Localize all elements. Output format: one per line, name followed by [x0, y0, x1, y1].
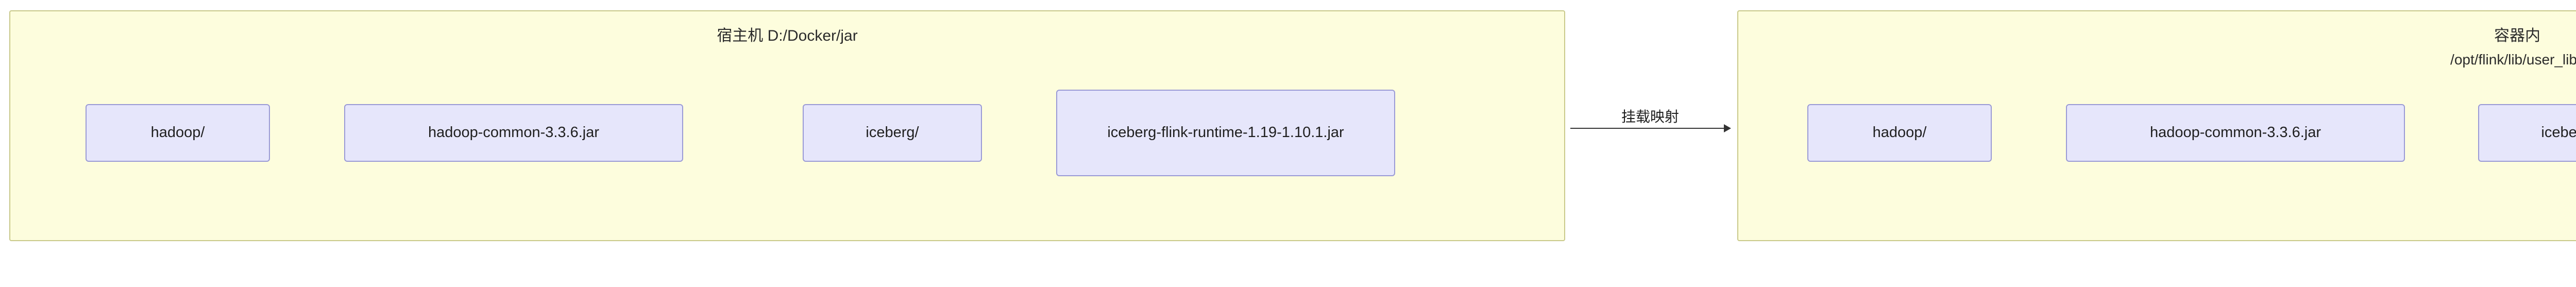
- container-item-hadoop-dir: hadoop/: [1807, 104, 1992, 162]
- container-item-hadoop-dir-label: hadoop/: [1872, 124, 1927, 141]
- host-item-hadoop-common-jar-label: hadoop-common-3.3.6.jar: [428, 124, 600, 141]
- container-item-iceberg-dir: iceberg/: [2478, 104, 2576, 162]
- host-panel-title: 宿主机 D:/Docker/jar: [717, 27, 858, 44]
- container-panel: 容器内 /opt/flink/lib/user_libs hadoop/ had…: [1737, 10, 2576, 241]
- host-item-hadoop-common-jar: hadoop-common-3.3.6.jar: [344, 104, 683, 162]
- host-item-iceberg-flink-runtime-jar-label: iceberg-flink-runtime-1.19-1.10.1.jar: [1107, 124, 1344, 141]
- host-item-iceberg-dir: iceberg/: [803, 104, 982, 162]
- host-panel: 宿主机 D:/Docker/jar hadoop/ hadoop-common-…: [9, 10, 1565, 241]
- mount-arrow: [1570, 124, 1731, 132]
- container-item-iceberg-dir-label: iceberg/: [2541, 124, 2576, 141]
- host-item-hadoop-dir-label: hadoop/: [150, 124, 205, 141]
- host-item-hadoop-dir: hadoop/: [86, 104, 270, 162]
- host-item-iceberg-dir-label: iceberg/: [866, 124, 919, 141]
- container-panel-title: 容器内: [2494, 27, 2540, 44]
- host-item-iceberg-flink-runtime-jar: iceberg-flink-runtime-1.19-1.10.1.jar: [1056, 90, 1395, 176]
- container-panel-subtitle: /opt/flink/lib/user_libs: [2450, 52, 2576, 67]
- container-item-hadoop-common-jar: hadoop-common-3.3.6.jar: [2066, 104, 2405, 162]
- mount-arrow-label: 挂载映射: [1621, 109, 1679, 125]
- container-item-hadoop-common-jar-label: hadoop-common-3.3.6.jar: [2149, 124, 2321, 141]
